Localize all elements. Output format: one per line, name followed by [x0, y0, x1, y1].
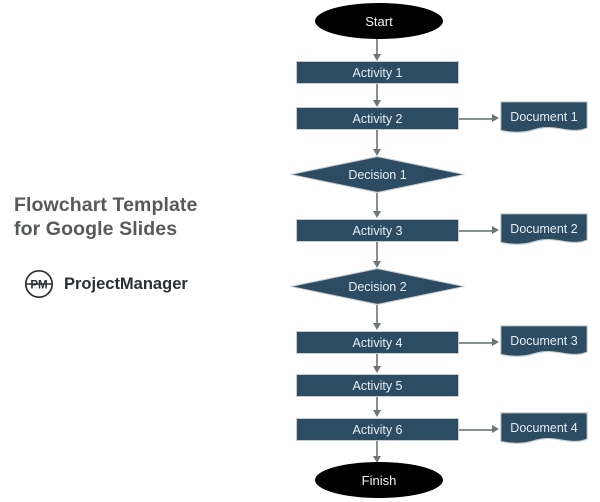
edge-activity6-finish-arrow [372, 456, 381, 463]
edge-activity1-activity2-line [376, 84, 378, 100]
node-decision-1-label: Decision 1 [348, 167, 407, 182]
edge-activity3-document2-arrow [492, 226, 499, 235]
edge-decision2-activity4-arrow [372, 323, 381, 330]
node-activity-4-label: Activity 4 [352, 335, 403, 350]
diamond-shape-icon [290, 156, 465, 193]
brand-wordmark: ProjectManager [64, 274, 188, 293]
edge-activity6-document4-line [459, 429, 493, 431]
node-document-4-label: Document 4 [510, 420, 578, 435]
page-title-line-2: for Google Slides [14, 218, 178, 240]
edge-activity4-document3-line [459, 342, 493, 344]
edge-activity5-activity6-line [376, 397, 378, 411]
brand-logo: PM ProjectManager [24, 268, 188, 300]
edge-activity4-activity5-arrow [372, 366, 381, 373]
node-document-1[interactable]: Document 1 [500, 101, 588, 136]
edge-decision1-activity3-arrow [372, 211, 381, 218]
node-activity-3-label: Activity 3 [352, 223, 403, 238]
projectmanager-logo-icon: PM [24, 269, 54, 299]
edge-start-activity1-arrow [372, 54, 381, 61]
edge-activity6-finish-line [376, 441, 378, 458]
node-document-1-label: Document 1 [510, 109, 578, 124]
node-document-3-label: Document 3 [510, 333, 578, 348]
node-activity-2[interactable]: Activity 2 [296, 107, 459, 130]
node-activity-1-label: Activity 1 [352, 65, 403, 80]
edge-activity2-decision1-arrow [372, 149, 381, 156]
edge-decision2-activity4-line [376, 305, 378, 324]
edge-activity3-decision2-arrow [372, 261, 381, 268]
edge-activity4-activity5-line [376, 354, 378, 367]
node-finish[interactable]: Finish [315, 462, 443, 498]
node-document-2-label: Document 2 [510, 221, 578, 236]
branding-panel: Flowchart Template for Google Slides PM … [0, 180, 280, 310]
document-shape-icon [500, 101, 588, 133]
node-decision-2-label: Decision 2 [348, 279, 407, 294]
node-activity-5[interactable]: Activity 5 [296, 374, 459, 397]
node-document-4[interactable]: Document 4 [500, 412, 588, 447]
node-finish-label: Finish [361, 472, 397, 488]
page-title-line-1: Flowchart Template [14, 194, 198, 216]
node-activity-4[interactable]: Activity 4 [296, 331, 459, 354]
edge-activity2-document1-line [459, 118, 493, 120]
edge-start-activity1-line [376, 39, 378, 55]
node-activity-2-label: Activity 2 [352, 111, 403, 126]
node-start[interactable]: Start [315, 3, 443, 39]
node-activity-6[interactable]: Activity 6 [296, 418, 459, 441]
node-activity-3[interactable]: Activity 3 [296, 219, 459, 242]
edge-activity2-decision1-line [376, 130, 378, 150]
node-activity-1[interactable]: Activity 1 [296, 61, 459, 84]
edge-activity2-document1-arrow [492, 114, 499, 123]
node-activity-6-label: Activity 6 [352, 422, 403, 437]
document-shape-icon [500, 412, 588, 444]
node-activity-5-label: Activity 5 [352, 378, 403, 393]
node-decision-2[interactable]: Decision 2 [290, 268, 465, 305]
node-decision-1[interactable]: Decision 1 [290, 156, 465, 193]
diamond-shape-icon [290, 268, 465, 305]
document-shape-icon [500, 325, 588, 357]
node-start-label: Start [365, 13, 393, 29]
edge-activity1-activity2-arrow [372, 100, 381, 107]
document-shape-icon [500, 213, 588, 245]
edge-decision1-activity3-line [376, 193, 378, 212]
edge-activity5-activity6-arrow [372, 410, 381, 417]
node-document-3[interactable]: Document 3 [500, 325, 588, 360]
edge-activity6-document4-arrow [492, 425, 499, 434]
edge-activity3-document2-line [459, 230, 493, 232]
edge-activity3-decision2-line [376, 242, 378, 261]
logo-mark-text: PM [30, 279, 47, 291]
edge-activity4-document3-arrow [492, 338, 499, 347]
node-document-2[interactable]: Document 2 [500, 213, 588, 248]
